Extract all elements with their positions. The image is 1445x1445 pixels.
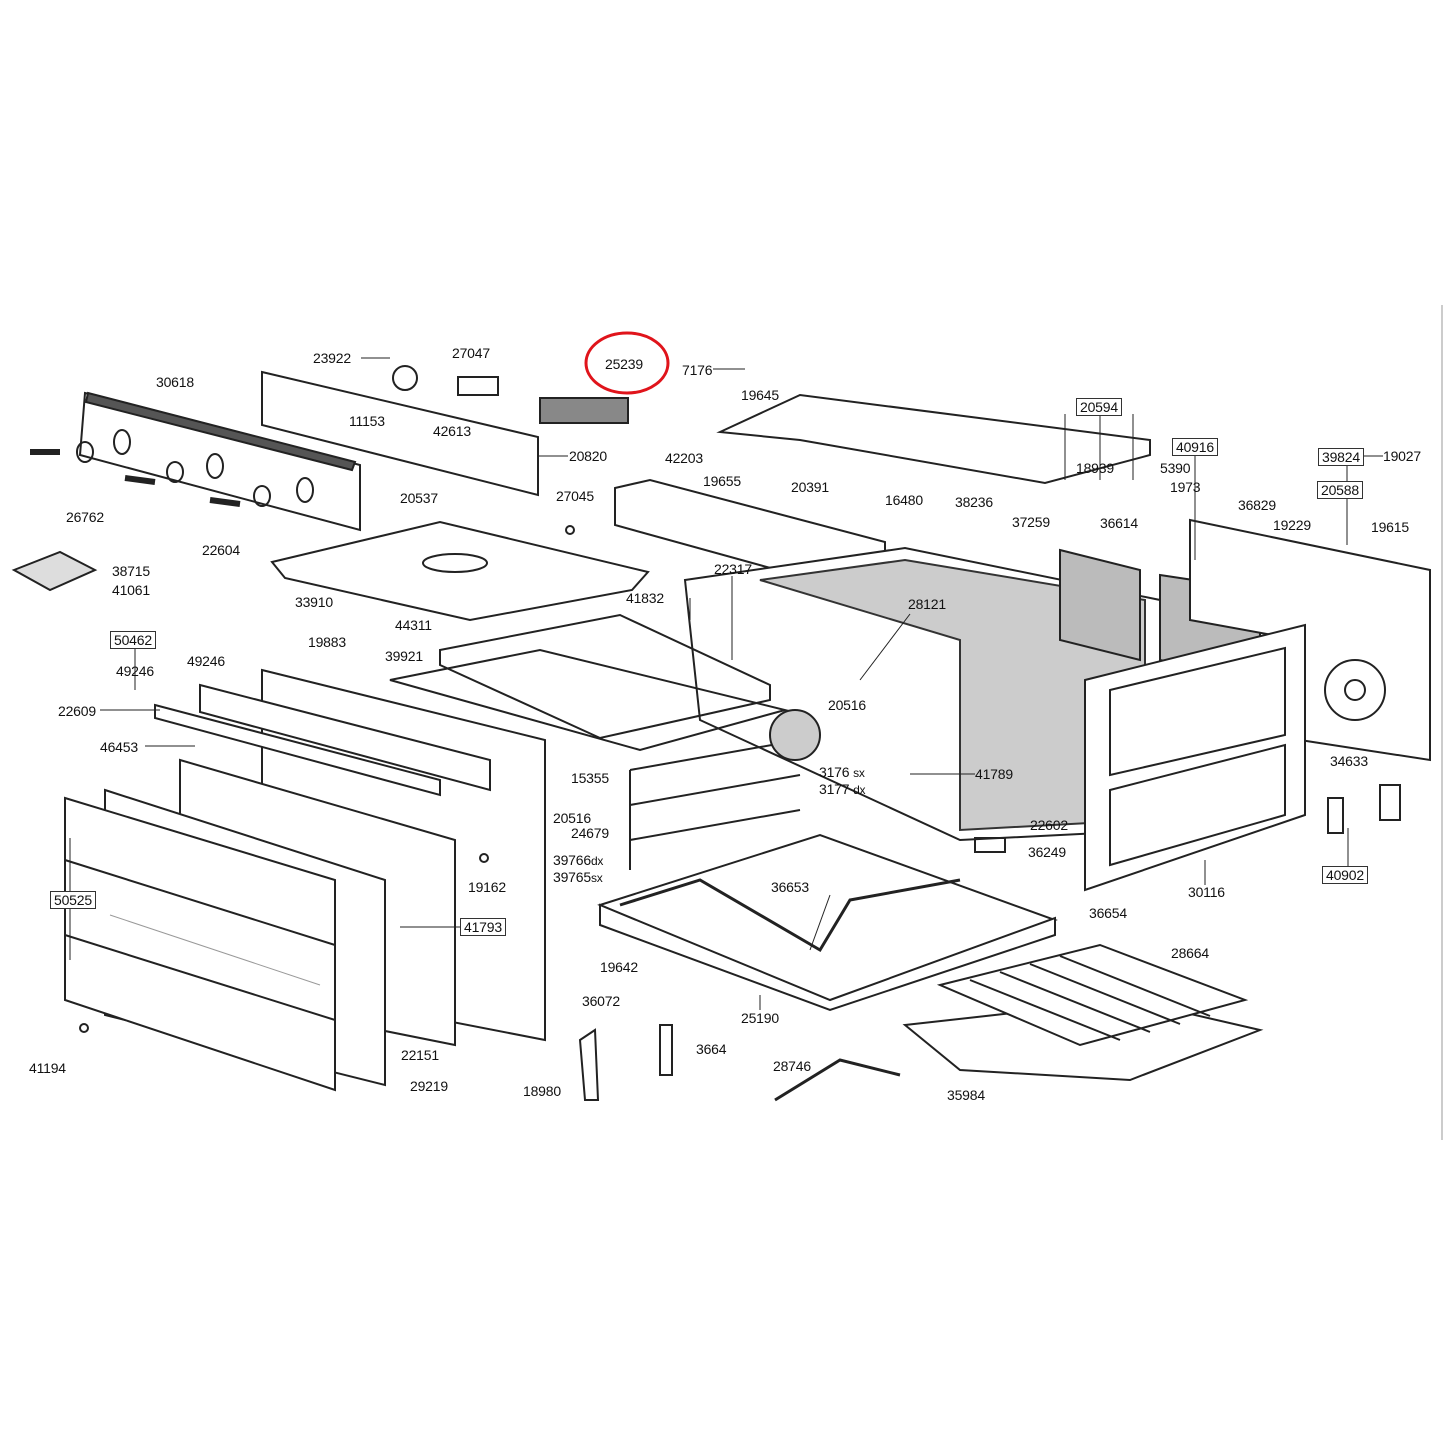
callout[interactable]: 20516 — [553, 810, 591, 826]
callout[interactable]: 28664 — [1171, 945, 1209, 961]
callout[interactable]: 5390 — [1160, 460, 1191, 476]
callout-boxed[interactable]: 41793 — [460, 918, 506, 936]
callout[interactable]: 35984 — [947, 1087, 985, 1103]
callout-boxed[interactable]: 20594 — [1076, 398, 1122, 416]
control-bracket — [261, 370, 539, 497]
callout[interactable]: 36249 — [1028, 844, 1066, 860]
callout[interactable]: 41061 — [112, 582, 150, 598]
callout-boxed[interactable]: 39824 — [1318, 448, 1364, 466]
callout[interactable]: 41832 — [626, 590, 664, 606]
callout[interactable]: 27047 — [452, 345, 490, 361]
callout-suffix: dx — [590, 854, 604, 868]
callout[interactable]: 38715 — [112, 563, 150, 579]
callout[interactable]: 19883 — [308, 634, 346, 650]
callout[interactable]: 22609 — [58, 703, 96, 719]
top-cover — [716, 393, 1151, 485]
side-panel — [1084, 623, 1306, 892]
callout[interactable]: 36829 — [1238, 497, 1276, 513]
callout[interactable]: 25190 — [741, 1010, 779, 1026]
callout[interactable]: 1973 — [1170, 479, 1201, 495]
callout-highlighted[interactable]: 25239 — [605, 356, 643, 372]
callout[interactable]: 34633 — [1330, 753, 1368, 769]
callout[interactable]: 19229 — [1273, 517, 1311, 533]
callout[interactable]: 36653 — [771, 879, 809, 895]
callout[interactable]: 49246 — [116, 663, 154, 679]
callout[interactable]: 39921 — [385, 648, 423, 664]
callout[interactable]: 41194 — [29, 1060, 66, 1076]
callout[interactable]: 39766dx — [553, 852, 603, 869]
callout[interactable]: 46453 — [100, 739, 138, 755]
callout-boxed[interactable]: 40916 — [1172, 438, 1218, 456]
callout[interactable]: 16480 — [885, 492, 923, 508]
callout[interactable]: 22151 — [401, 1047, 439, 1063]
callout[interactable]: 7176 — [682, 362, 713, 378]
callout[interactable]: 18980 — [523, 1083, 561, 1099]
callout[interactable]: 22604 — [202, 542, 240, 558]
callout[interactable]: 30618 — [156, 374, 194, 390]
callout[interactable]: 15355 — [571, 770, 609, 786]
callout-boxed[interactable]: 50462 — [110, 631, 156, 649]
callout[interactable]: 11153 — [349, 413, 385, 429]
callout-number: 39766 — [553, 852, 591, 868]
callout[interactable]: 49246 — [187, 653, 225, 669]
callout[interactable]: 36614 — [1100, 515, 1138, 531]
grill-element — [439, 613, 771, 740]
callout[interactable]: 33910 — [295, 594, 333, 610]
callout-suffix: sx — [590, 871, 603, 885]
callout[interactable]: 44311 — [395, 617, 432, 633]
callout[interactable]: 23922 — [313, 350, 351, 366]
callout[interactable]: 22602 — [1030, 817, 1068, 833]
callout[interactable]: 3177 dx — [819, 781, 866, 798]
callout-boxed[interactable]: 40902 — [1322, 866, 1368, 884]
callout[interactable]: 20537 — [400, 490, 438, 506]
callout[interactable]: 18939 — [1076, 460, 1114, 476]
callout[interactable]: 19615 — [1371, 519, 1409, 535]
callout-number: 39765 — [553, 869, 591, 885]
callout[interactable]: 36072 — [582, 993, 620, 1009]
callout[interactable]: 26762 — [66, 509, 104, 525]
callout-boxed[interactable]: 20588 — [1317, 481, 1363, 499]
callout[interactable]: 19027 — [1383, 448, 1421, 464]
callout[interactable]: 30116 — [1188, 884, 1225, 900]
callout[interactable]: 41789 — [975, 766, 1013, 782]
callout[interactable]: 20516 — [828, 697, 866, 713]
callout[interactable]: 3176 sx — [819, 764, 865, 781]
callout[interactable]: 24679 — [571, 825, 609, 841]
highlight-circle — [584, 331, 670, 395]
callout[interactable]: 19645 — [741, 387, 779, 403]
callout-number: 3177 — [819, 781, 850, 797]
callout[interactable]: 19162 — [468, 879, 506, 895]
callout[interactable]: 42613 — [433, 423, 471, 439]
callout[interactable]: 19642 — [600, 959, 638, 975]
callout[interactable]: 39765sx — [553, 869, 603, 886]
callout[interactable]: 36654 — [1089, 905, 1127, 921]
callout[interactable]: 28121 — [908, 596, 946, 612]
callout[interactable]: 22317 — [714, 561, 752, 577]
callout[interactable]: 19655 — [703, 473, 741, 489]
callout[interactable]: 37259 — [1012, 514, 1050, 530]
callout[interactable]: 3664 — [696, 1041, 727, 1057]
callout-boxed[interactable]: 50525 — [50, 891, 96, 909]
callout-number: 3176 — [819, 764, 850, 780]
door-handle — [154, 703, 441, 797]
callout[interactable]: 42203 — [665, 450, 703, 466]
callout[interactable]: 28746 — [773, 1058, 811, 1074]
callout[interactable]: 38236 — [955, 494, 993, 510]
callout-suffix: dx — [853, 783, 866, 797]
callout-suffix: sx — [853, 766, 865, 780]
callout[interactable]: 29219 — [410, 1078, 448, 1094]
callout[interactable]: 20820 — [569, 448, 607, 464]
callout[interactable]: 27045 — [556, 488, 594, 504]
callout[interactable]: 20391 — [791, 479, 829, 495]
